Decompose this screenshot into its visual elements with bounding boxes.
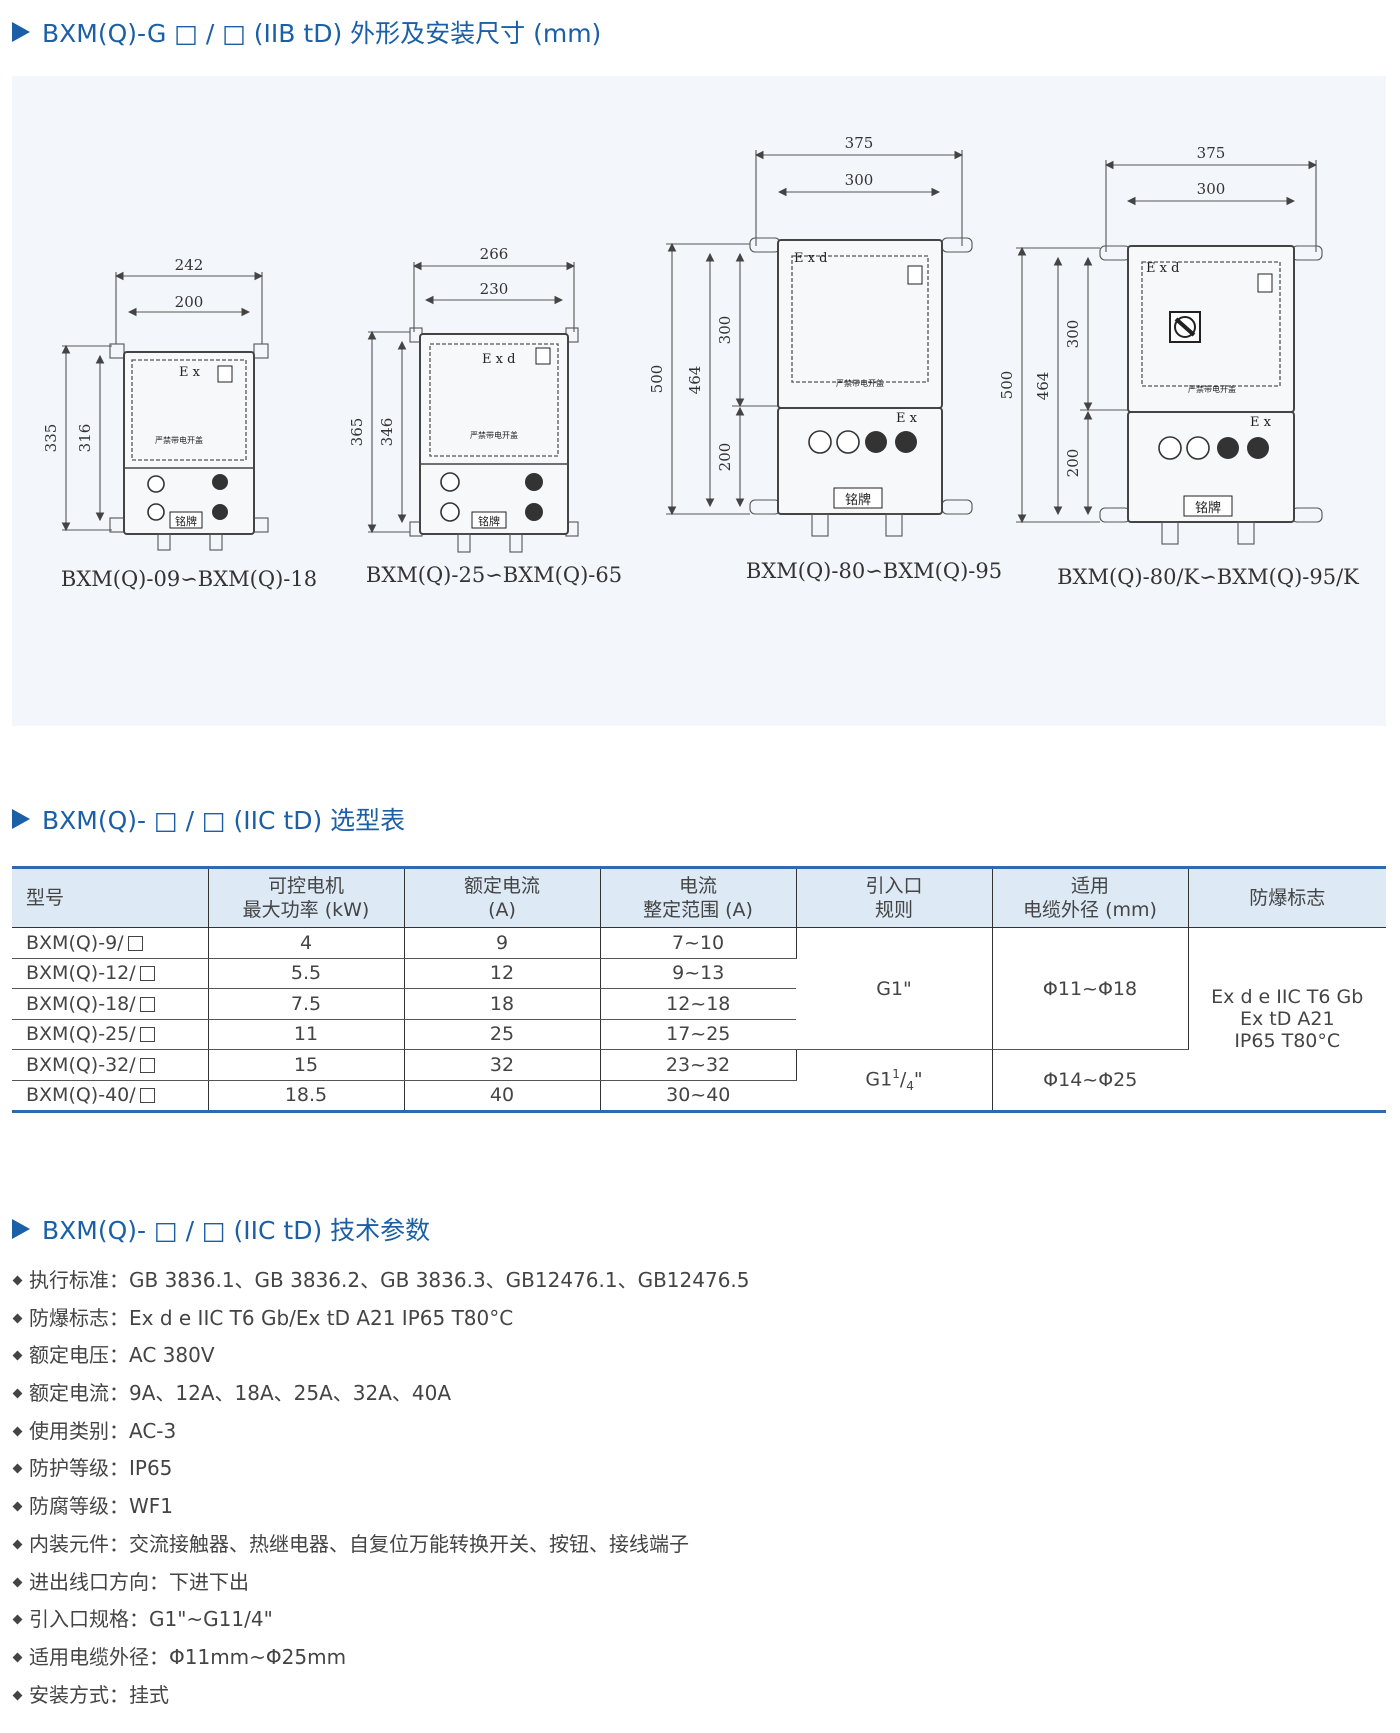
ex-mark: E x d xyxy=(1146,261,1179,276)
dim-inner-width: 200 xyxy=(175,293,204,311)
list-item: 安装方式：挂式 xyxy=(12,1677,750,1715)
warning-label: 严禁带电开盖 xyxy=(1188,384,1236,394)
inlet-spec-b: G11/4" xyxy=(796,1049,993,1113)
diamond-bullet-icon xyxy=(12,1313,23,1324)
section-title-text: BXM(Q)- □ / □ (IIC tD) 技术参数 xyxy=(42,1216,431,1245)
dim-inner-width: 300 xyxy=(845,171,874,189)
drawing-bxm-80-95: 375 300 500 464 300 200 E x d E x 严禁带电开盖 xyxy=(648,134,1002,583)
warning-label: 严禁带电开盖 xyxy=(470,430,518,440)
dim-outer-width: 375 xyxy=(845,134,874,152)
dim-outer-width: 242 xyxy=(175,256,204,274)
list-item: 防护等级：IP65 xyxy=(12,1450,750,1488)
diamond-bullet-icon xyxy=(12,1577,23,1587)
warning-label: 严禁带电开盖 xyxy=(836,378,884,388)
dim-outer-width: 375 xyxy=(1197,144,1226,162)
diamond-bullet-icon xyxy=(12,1388,23,1399)
nameplate-label: 铭牌 xyxy=(1195,500,1221,516)
dim-inner-width: 230 xyxy=(480,280,509,298)
diamond-bullet-icon xyxy=(12,1275,23,1286)
diamond-bullet-icon xyxy=(12,1501,23,1512)
section-title-dimensions: BXM(Q)-G □ / □ (IIB tD) 外形及安装尺寸 (mm) xyxy=(12,14,601,50)
table-header-row: 型号 可控电机最大功率 (kW) 额定电流(A) 电流整定范围 (A) 引入口规… xyxy=(12,866,1386,928)
section-title-text: BXM(Q)- □ / □ (IIC tD) 选型表 xyxy=(42,806,406,835)
list-item: 内装元件：交流接触器、热继电器、自复位万能转换开关、按钮、接线端子 xyxy=(12,1526,750,1564)
triangle-bullet-icon xyxy=(12,1219,30,1239)
list-item: 执行标准：GB 3836.1、GB 3836.2、GB 3836.3、GB124… xyxy=(12,1262,750,1300)
table-row: BXM(Q)-12/ 5.5 12 9~13 xyxy=(12,958,1386,989)
diamond-bullet-icon xyxy=(12,1350,23,1361)
list-item: 额定电流：9A、12A、18A、25A、32A、40A xyxy=(12,1375,750,1413)
dim-lower-height: 200 xyxy=(716,443,734,472)
dim-inner-height: 464 xyxy=(1034,372,1052,401)
diamond-bullet-icon xyxy=(12,1652,23,1663)
diamond-bullet-icon xyxy=(12,1426,23,1437)
dim-upper-height: 300 xyxy=(1064,320,1082,349)
diamond-bullet-icon xyxy=(12,1463,23,1474)
list-item: 使用类别：AC-3 xyxy=(12,1413,750,1451)
dim-inner-height: 316 xyxy=(76,424,94,453)
dim-outer-width: 266 xyxy=(480,245,509,263)
drawing-caption: BXM(Q)-25∽BXM(Q)-65 xyxy=(366,563,622,587)
dim-outer-height: 365 xyxy=(348,418,366,447)
triangle-bullet-icon xyxy=(12,22,30,42)
section-title-parameters: BXM(Q)- □ / □ (IIC tD) 技术参数 xyxy=(12,1211,430,1247)
ex-mark: E x xyxy=(179,365,201,380)
header-ex-mark: 防爆标志 xyxy=(1188,866,1386,928)
drawing-bxm-25-65: 266 230 365 346 E x d 严禁带电开盖 铭牌 BXM(Q)-2… xyxy=(348,245,622,587)
ex-mark: E x d xyxy=(794,251,827,266)
triangle-bullet-icon xyxy=(12,809,30,829)
header-model: 型号 xyxy=(12,866,209,928)
table-row: BXM(Q)-25/ 11 25 17~25 xyxy=(12,1019,1386,1050)
drawing-bxm-09-18: 242 200 335 316 E x 严禁带电开盖 铭牌 BXM(Q)-09∽… xyxy=(42,256,317,591)
drawing-caption: BXM(Q)-09∽BXM(Q)-18 xyxy=(61,567,317,591)
table-row: BXM(Q)-40/ 18.5 40 30~40 xyxy=(12,1080,1386,1113)
table-row: BXM(Q)-18/ 7.5 18 12~18 xyxy=(12,988,1386,1020)
ex-mark: E x d xyxy=(482,352,515,367)
table-row: BXM(Q)-9/ 4 9 7~10 G1" Φ11~Φ18 Ex d e II… xyxy=(12,927,1386,1113)
nameplate-label: 铭牌 xyxy=(478,514,500,528)
cable-spec-b: Φ14~Φ25 xyxy=(992,1049,1188,1113)
diamond-bullet-icon xyxy=(12,1690,23,1701)
ex-mark-lower: E x xyxy=(896,411,918,426)
dim-outer-height: 500 xyxy=(648,365,666,394)
dimension-diagram-panel: 242 200 335 316 E x 严禁带电开盖 铭牌 BXM(Q)-09∽… xyxy=(12,76,1386,726)
dim-lower-height: 200 xyxy=(1064,449,1082,478)
list-item: 防爆标志：Ex d e IIC T6 Gb/Ex tD A21 IP65 T80… xyxy=(12,1300,750,1338)
header-power: 可控电机最大功率 (kW) xyxy=(208,866,405,928)
warning-label: 严禁带电开盖 xyxy=(155,435,203,445)
dim-upper-height: 300 xyxy=(716,316,734,345)
drawing-caption: BXM(Q)-80/K∽BXM(Q)-95/K xyxy=(1057,565,1359,589)
dim-outer-height: 500 xyxy=(998,371,1016,400)
section-title-text: BXM(Q)-G □ / □ (IIB tD) 外形及安装尺寸 (mm) xyxy=(42,19,602,48)
dimension-drawings: 242 200 335 316 E x 严禁带电开盖 铭牌 BXM(Q)-09∽… xyxy=(42,134,1359,591)
dim-inner-width: 300 xyxy=(1197,180,1226,198)
header-range: 电流整定范围 (A) xyxy=(600,866,797,928)
diamond-bullet-icon xyxy=(12,1539,23,1550)
selection-table: 型号 可控电机最大功率 (kW) 额定电流(A) 电流整定范围 (A) 引入口规… xyxy=(12,866,1386,1113)
nameplate-label: 铭牌 xyxy=(175,514,197,528)
header-current: 额定电流(A) xyxy=(404,866,601,928)
list-item: 进出线口方向：下进下出 xyxy=(12,1564,750,1602)
list-item: 适用电缆外径：Φ11mm~Φ25mm xyxy=(12,1639,750,1677)
header-cable: 适用电缆外径 (mm) xyxy=(992,866,1189,928)
list-item: 额定电压：AC 380V xyxy=(12,1337,750,1375)
table-row: BXM(Q)-32/ 15 32 23~32 G11/4" Φ14~Φ25 xyxy=(12,1049,1386,1113)
cable-spec-a: Φ11~Φ18 xyxy=(992,927,1189,1050)
ex-mark-lower: E x xyxy=(1250,415,1272,430)
drawing-caption: BXM(Q)-80∽BXM(Q)-95 xyxy=(746,559,1002,583)
section-title-selection: BXM(Q)- □ / □ (IIC tD) 选型表 xyxy=(12,801,405,837)
nameplate-label: 铭牌 xyxy=(845,492,871,508)
dim-inner-height: 464 xyxy=(686,366,704,395)
drawing-bxm-80k-95k: 375 300 500 464 300 200 E x d E x 严禁带电开盖 xyxy=(998,144,1359,589)
dim-outer-height: 335 xyxy=(42,424,60,453)
list-item: 引入口规格：G1"~G11/4" xyxy=(12,1601,750,1639)
dim-inner-height: 346 xyxy=(378,418,396,447)
diamond-bullet-icon xyxy=(12,1614,23,1625)
header-inlet: 引入口规则 xyxy=(796,866,993,928)
list-item: 防腐等级：WF1 xyxy=(12,1488,750,1526)
inlet-spec-a: G1" xyxy=(796,927,993,1050)
technical-parameters-list: 执行标准：GB 3836.1、GB 3836.2、GB 3836.3、GB124… xyxy=(12,1262,750,1714)
